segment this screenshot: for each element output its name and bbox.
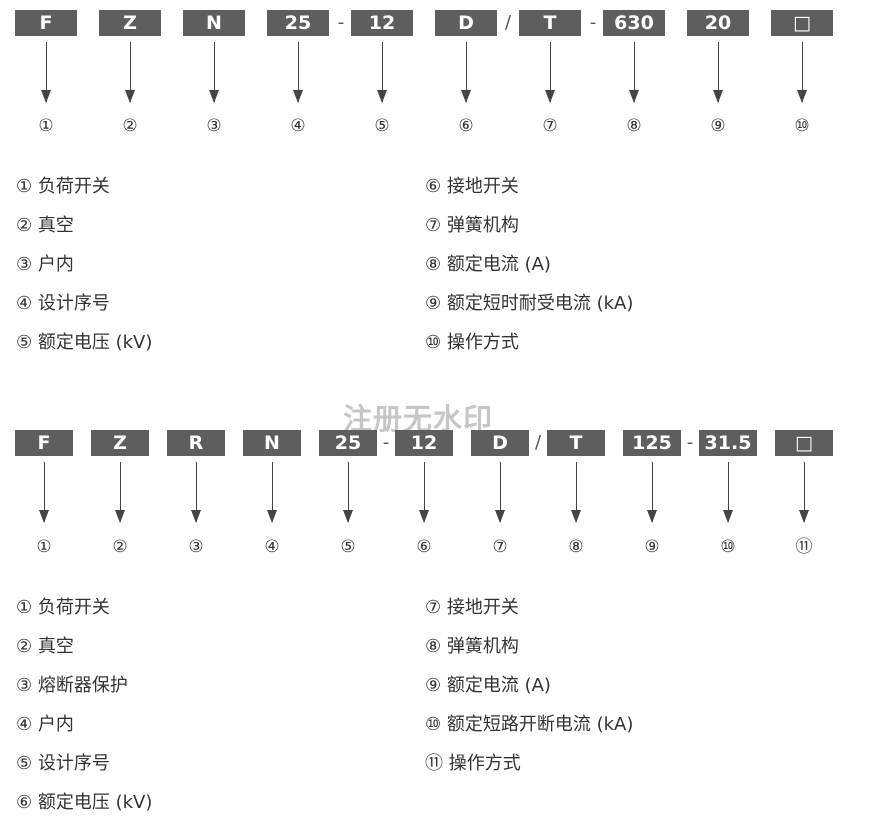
legend-item: ③ 户内	[16, 254, 74, 275]
legend-item: ⑤ 设计序号	[16, 753, 110, 774]
code-box-6: D	[435, 10, 497, 36]
position-number: ⑩	[720, 537, 736, 557]
position-number: ①	[38, 116, 54, 136]
legend-item: ⑩ 操作方式	[425, 332, 519, 353]
legend-item: ⑪ 操作方式	[425, 753, 521, 774]
separator-dash: -	[686, 432, 694, 453]
code-box-2: Z	[91, 430, 149, 456]
position-number: ④	[264, 537, 280, 557]
down-arrow-icon	[293, 42, 303, 103]
position-number: ⑥	[458, 116, 474, 136]
position-number: ⑩	[794, 116, 810, 136]
position-number: ⑪	[795, 537, 813, 557]
code-box-9: 125	[623, 430, 681, 456]
down-arrow-icon	[125, 42, 135, 103]
position-number: ⑧	[626, 116, 642, 136]
down-arrow-icon	[799, 462, 809, 523]
legend-item: ④ 户内	[16, 714, 74, 735]
legend-item: ① 负荷开关	[16, 597, 110, 618]
legend-item: ⑥ 接地开关	[425, 176, 519, 197]
down-arrow-icon	[191, 462, 201, 523]
code-box-6: 12	[395, 430, 453, 456]
legend-item: ⑤ 额定电压 (kV)	[16, 332, 153, 353]
code-box-7: D	[471, 430, 529, 456]
position-number: ⑧	[568, 537, 584, 557]
separator-dash: -	[382, 432, 390, 453]
down-arrow-icon	[571, 462, 581, 523]
code-box-5: 12	[351, 10, 413, 36]
position-number: ⑤	[374, 116, 390, 136]
position-number: ⑦	[542, 116, 558, 136]
separator-slash: /	[504, 12, 512, 33]
legend-item: ⑧ 弹簧机构	[425, 636, 519, 657]
legend-item: ① 负荷开关	[16, 176, 110, 197]
code-box-9: 20	[687, 10, 749, 36]
legend-item: ⑨ 额定电流 (A)	[425, 675, 551, 696]
legend-item: ③ 熔断器保护	[16, 675, 128, 696]
down-arrow-icon	[629, 42, 639, 103]
down-arrow-icon	[419, 462, 429, 523]
down-arrow-icon	[39, 462, 49, 523]
position-number: ⑦	[492, 537, 508, 557]
code-box-1: F	[15, 430, 73, 456]
separator-dash: -	[589, 12, 597, 33]
position-number: ③	[188, 537, 204, 557]
legend-item: ⑥ 额定电压 (kV)	[16, 792, 153, 813]
position-number: ②	[112, 537, 128, 557]
code-box-11: □	[775, 430, 833, 456]
down-arrow-icon	[713, 42, 723, 103]
position-number: ⑨	[710, 116, 726, 136]
position-number: ④	[290, 116, 306, 136]
down-arrow-icon	[377, 42, 387, 103]
down-arrow-icon	[209, 42, 219, 103]
legend-item: ⑩ 额定短路开断电流 (kA)	[425, 714, 634, 735]
position-number: ⑤	[340, 537, 356, 557]
code-box-8: T	[547, 430, 605, 456]
position-number: ③	[206, 116, 222, 136]
legend-item: ② 真空	[16, 215, 74, 236]
legend-item: ④ 设计序号	[16, 293, 110, 314]
down-arrow-icon	[41, 42, 51, 103]
position-number: ②	[122, 116, 138, 136]
code-box-4: N	[243, 430, 301, 456]
code-box-3: N	[183, 10, 245, 36]
legend-item: ⑦ 弹簧机构	[425, 215, 519, 236]
code-box-7: T	[519, 10, 581, 36]
down-arrow-icon	[461, 42, 471, 103]
code-box-3: R	[167, 430, 225, 456]
down-arrow-icon	[495, 462, 505, 523]
down-arrow-icon	[647, 462, 657, 523]
code-box-2: Z	[99, 10, 161, 36]
down-arrow-icon	[267, 462, 277, 523]
code-box-5: 25	[319, 430, 377, 456]
legend-item: ⑧ 额定电流 (A)	[425, 254, 551, 275]
legend-item: ② 真空	[16, 636, 74, 657]
position-number: ⑨	[644, 537, 660, 557]
separator-dash: -	[337, 12, 345, 33]
code-box-10: □	[771, 10, 833, 36]
down-arrow-icon	[545, 42, 555, 103]
down-arrow-icon	[797, 42, 807, 103]
down-arrow-icon	[343, 462, 353, 523]
code-box-8: 630	[603, 10, 665, 36]
down-arrow-icon	[115, 462, 125, 523]
legend-item: ⑨ 额定短时耐受电流 (kA)	[425, 293, 634, 314]
down-arrow-icon	[723, 462, 733, 523]
code-box-4: 25	[267, 10, 329, 36]
legend-item: ⑦ 接地开关	[425, 597, 519, 618]
separator-slash: /	[534, 432, 542, 453]
code-box-10: 31.5	[699, 430, 757, 456]
code-box-1: F	[15, 10, 77, 36]
position-number: ⑥	[416, 537, 432, 557]
position-number: ①	[36, 537, 52, 557]
